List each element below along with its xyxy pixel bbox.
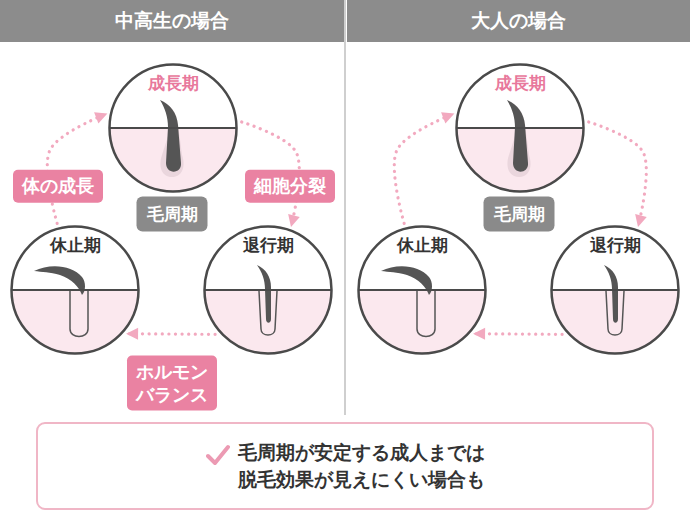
cycle-arrow (47, 114, 106, 223)
check-icon (206, 444, 230, 466)
hair-cycle-circle: 成長期 (108, 63, 238, 193)
panel: 成長期退行期 休止期毛周期 大人の場合 (347, 0, 690, 415)
phase-name: 成長期 (455, 72, 585, 95)
hair-cycle-circle: 休止期 (357, 225, 487, 355)
phase-name: 退行期 (550, 234, 680, 257)
cycle-label: 毛周期 (494, 203, 545, 226)
cycle-label-box: 毛周期 (484, 197, 555, 232)
hair-cycle-circle: 退行期 (550, 225, 680, 355)
hair-cycle-circle: 退行期 (203, 225, 333, 355)
cycle-arrow (394, 114, 453, 223)
panel-header: 中高生の場合 (0, 0, 344, 42)
phase-name: 休止期 (10, 234, 140, 257)
note-box: 毛周期が安定する成人までは 脱毛効果が見えにくい場合も (36, 422, 654, 510)
edge-label: ホルモン バランス (127, 356, 217, 411)
panel-header: 大人の場合 (347, 0, 690, 42)
hair-cycle-circle: 休止期 (10, 225, 140, 355)
phase-name: 成長期 (108, 72, 238, 95)
edge-label: 細胞分裂 (245, 170, 335, 203)
panel: 成長期退行期 休止期毛周期 中高生の場合 (0, 0, 344, 415)
cycle-label-box: 毛周期 (137, 197, 208, 232)
cycle-arrow (127, 332, 215, 336)
phase-name: 休止期 (357, 234, 487, 257)
cycle-arrow (474, 332, 562, 336)
note-text: 毛周期が安定する成人までは 脱毛効果が見えにくい場合も (238, 439, 485, 492)
edge-label: 体の成長 (13, 170, 103, 203)
phase-name: 退行期 (203, 234, 333, 257)
cycle-label: 毛周期 (147, 203, 198, 226)
cycle-arrow (589, 122, 647, 226)
hair-cycle-circle: 成長期 (455, 63, 585, 193)
divider-line (344, 0, 346, 415)
